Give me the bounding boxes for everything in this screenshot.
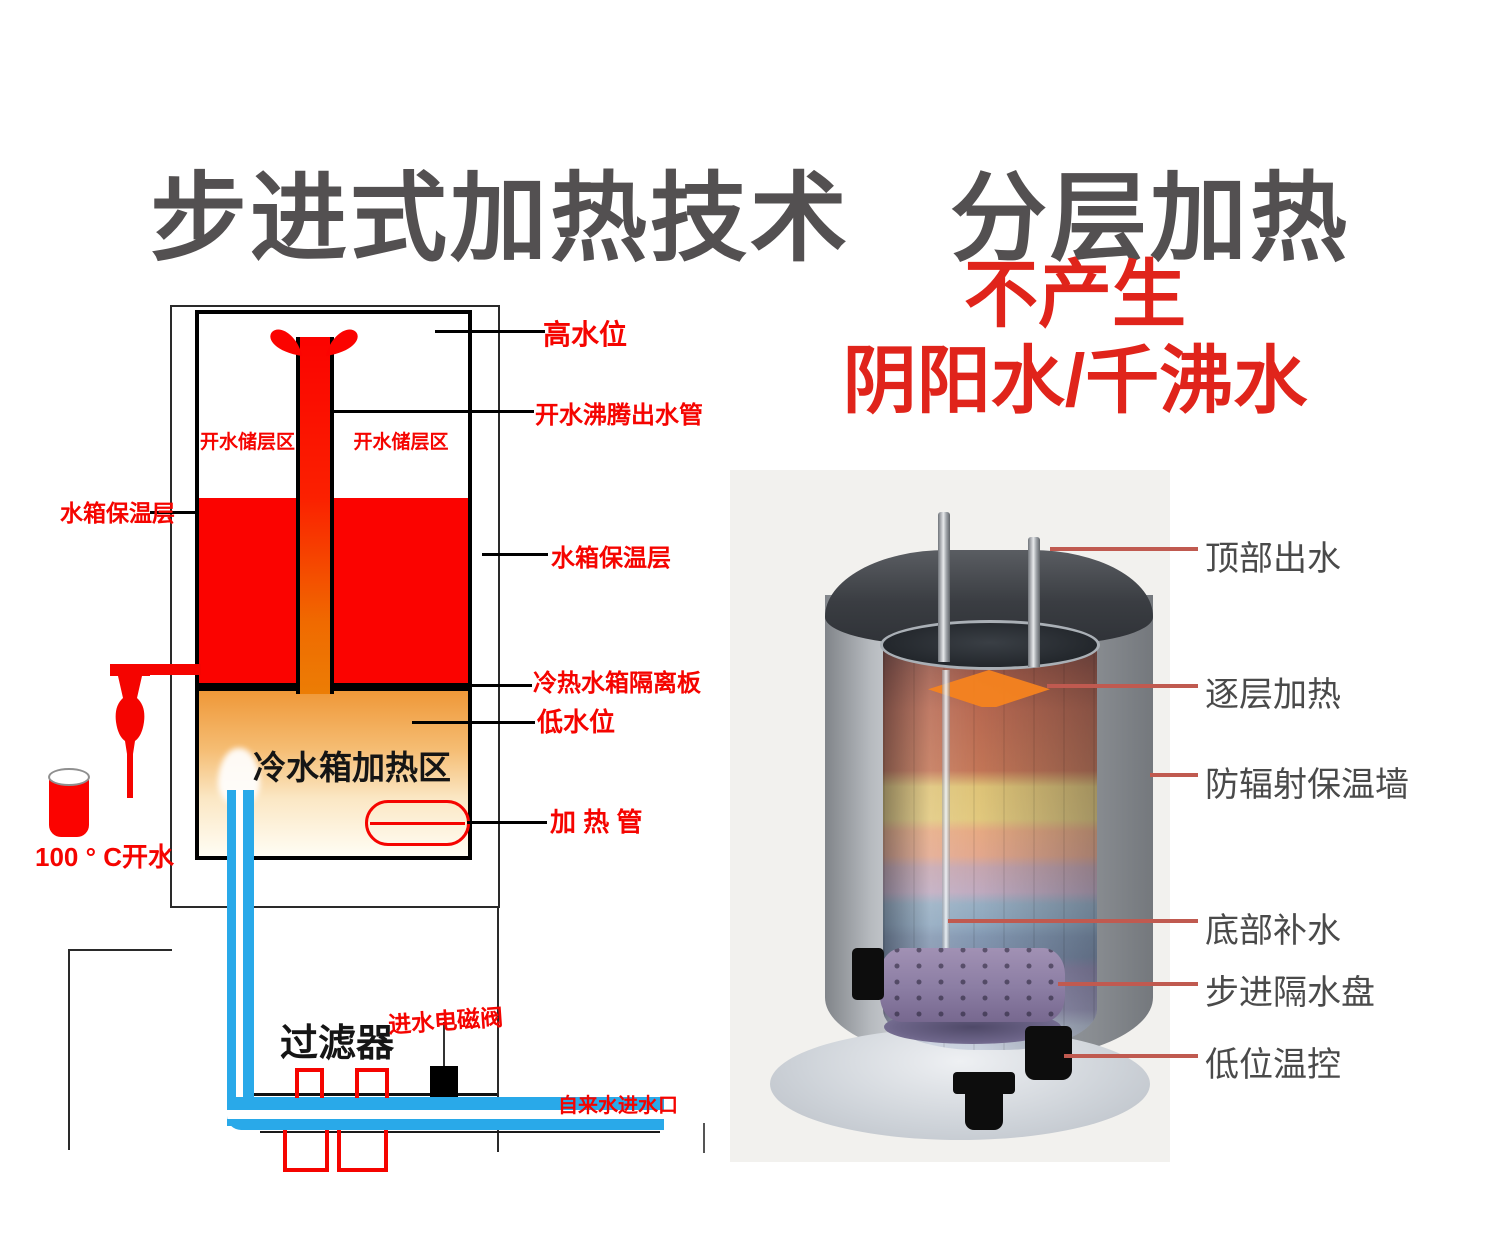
hot-water-fill-right <box>334 498 468 685</box>
label-divider-plate: 冷热水箱隔离板 <box>533 670 701 697</box>
leader-divider-plate <box>472 684 532 687</box>
label-filter: 过滤器 <box>280 1023 395 1065</box>
faucet-pipe <box>113 664 201 675</box>
cup-body <box>49 777 89 837</box>
valve-leader-line <box>443 1022 445 1066</box>
label-bottom-refill: 底部补水 <box>1205 912 1341 950</box>
leader-top-outlet <box>1050 547 1198 551</box>
water-splash-icon <box>270 329 358 356</box>
hot-water-fill-left <box>199 498 296 685</box>
leader-heater-tube <box>467 821 547 824</box>
label-top-outlet: 顶部出水 <box>1205 540 1341 578</box>
drain-flange <box>953 1072 1015 1094</box>
filter-symbol-4 <box>337 1130 388 1172</box>
label-storage-right: 开水储层区 <box>353 432 449 453</box>
label-insulation-wall: 防辐射保温墙 <box>1205 766 1409 804</box>
label-step-plate: 步进隔水盘 <box>1205 974 1375 1012</box>
label-heater-tube: 加 热 管 <box>550 807 643 837</box>
cup-icon <box>48 768 90 838</box>
label-inlet-valve: 进水电磁阀 <box>387 1004 504 1038</box>
outlet-pipe-tall <box>938 512 950 662</box>
leader-low-water <box>412 721 535 724</box>
edge-tick <box>703 1123 705 1153</box>
filter-symbol-1 <box>295 1068 324 1098</box>
compartment-floor-line <box>254 1093 497 1096</box>
inner-cylinder-top <box>880 620 1100 670</box>
riser-tube <box>296 337 334 694</box>
headline-line2: 阴阳水/千沸水 <box>842 338 1308 422</box>
leader-insulation-wall <box>1150 773 1198 777</box>
tank-3d-render <box>730 470 1170 1162</box>
thermostat-part <box>1025 1026 1072 1080</box>
label-insulation-left: 水箱保温层 <box>60 500 175 526</box>
inlet-pipe-horizontal <box>227 1097 664 1130</box>
headline-line1: 不产生 <box>964 253 1186 336</box>
step-water-plate <box>880 948 1065 1022</box>
leader-low-thermostat <box>1064 1054 1198 1058</box>
faucet-icon <box>110 664 150 798</box>
label-layer-heating: 逐层加热 <box>1205 676 1341 714</box>
label-boiled-cup: 100 ° C开水 <box>35 842 175 872</box>
leader-high-water <box>435 330 545 333</box>
center-refill-pipe <box>942 670 950 950</box>
filter-symbol-2 <box>355 1068 389 1098</box>
leader-bottom-refill <box>948 919 1198 923</box>
solenoid-valve-icon <box>430 1066 458 1097</box>
outlet-pipe-short <box>1028 537 1040 667</box>
cup-rim <box>48 768 90 786</box>
label-tap-inlet: 自来水进水口 <box>558 1095 678 1117</box>
cabinet-outline-vertical <box>68 949 70 1150</box>
heating-element-line <box>370 822 465 825</box>
cabinet-outline-right <box>497 906 499 1152</box>
label-low-thermostat: 低位温控 <box>1205 1046 1341 1084</box>
leader-step-plate <box>1058 982 1198 986</box>
heating-element-shape <box>365 800 470 846</box>
leader-layer-heating <box>1047 684 1198 688</box>
label-insulation-right: 水箱保温层 <box>551 545 671 572</box>
page-title: 步进式加热技术 分层加热 <box>150 163 1350 273</box>
boiler-schematic: 开水储层区 开水储层区 冷水箱加热区 水箱保温层 高水位 开水沸腾出水管 水箱保… <box>30 300 730 1210</box>
leader-boiling-outlet <box>334 410 534 413</box>
fitting-left <box>852 948 884 1000</box>
drain-stem <box>965 1092 1003 1130</box>
inlet-pipe-vertical <box>227 790 254 1126</box>
pipe-underline <box>260 1131 660 1133</box>
label-high-water: 高水位 <box>543 319 628 350</box>
label-cold-zone: 冷水箱加热区 <box>253 749 451 786</box>
headline: 不产生 阴阳水/千沸水 <box>770 252 1380 424</box>
label-low-water: 低水位 <box>537 707 616 737</box>
cabinet-outline-horizontal <box>68 949 172 951</box>
leader-insulation-left <box>150 511 198 514</box>
tank-outer-shell <box>170 305 500 908</box>
filter-symbol-3 <box>283 1130 329 1172</box>
leader-insulation-right <box>482 553 548 556</box>
label-storage-left: 开水储层区 <box>199 432 295 453</box>
label-boiling-outlet: 开水沸腾出水管 <box>535 402 703 429</box>
